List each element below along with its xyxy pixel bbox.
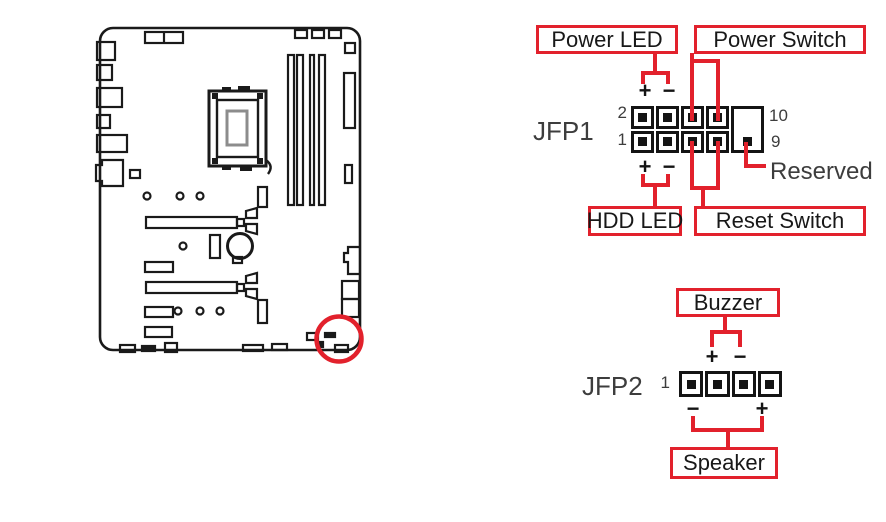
pin-square: [686, 379, 696, 389]
jfp2-pin3-cell: [731, 371, 756, 397]
jfp1-pin1-number: 1: [617, 130, 627, 149]
callout-power-led: Power LED: [536, 25, 678, 54]
jfp1-pin4-cell: [656, 106, 679, 129]
jfp1-bottom-minus: −: [662, 154, 676, 179]
jfp1-pin2-number: 2: [617, 103, 627, 122]
pin-square: [638, 137, 647, 147]
power-led-lead-drop-right: [666, 71, 670, 84]
pin-square: [739, 379, 749, 389]
jfp2-bottom-plus: +: [755, 396, 769, 421]
jfp1-pin2-cell: [631, 106, 654, 129]
jfp2-pin4-cell: [757, 371, 782, 397]
jfp2-pin2-cell: [705, 371, 730, 397]
reset-switch-lead-left: [690, 141, 694, 190]
pin-square: [638, 112, 647, 122]
power-switch-lead-right: [716, 59, 720, 121]
reserved-lead-vertical: [744, 142, 748, 168]
hdd-led-lead-stem: [653, 183, 657, 206]
power-switch-label: Power Switch: [713, 26, 847, 52]
pin-square: [663, 112, 672, 122]
buzzer-lead-drop-left: [710, 330, 714, 347]
jfp1-top-minus: −: [662, 78, 676, 103]
hdd-led-label: HDD LED: [586, 208, 684, 233]
buzzer-lead-drop-right: [738, 330, 742, 347]
power-led-lead-bar: [641, 71, 670, 75]
jfp2-pin1-number: 1: [660, 373, 670, 392]
speaker-label: Speaker: [683, 450, 765, 475]
reset-switch-label: Reset Switch: [715, 208, 845, 233]
jfp1-pin10-number: 10: [769, 106, 788, 125]
jfp1-pin1-cell: [631, 130, 654, 153]
pin-square: [712, 379, 722, 389]
power-led-lead-drop-left: [641, 71, 645, 84]
jfp1-bottom-plus: +: [638, 154, 652, 179]
buzzer-lead-bar: [710, 330, 742, 334]
reset-switch-lead-right: [716, 141, 720, 190]
pin-square: [765, 379, 775, 389]
power-led-lead-stem: [653, 53, 657, 73]
callout-power-switch: Power Switch: [694, 25, 866, 54]
jfp2-pin1-cell: [679, 371, 704, 397]
jfp2-bottom-minus: −: [686, 396, 700, 421]
jfp1-label: JFP1: [533, 116, 594, 146]
pin-square: [743, 137, 752, 146]
buzzer-label: Buzzer: [693, 289, 763, 315]
reserved-lead-horizontal: [744, 164, 766, 168]
jfp2-header: [679, 371, 782, 397]
jfp1-pin3-cell: [656, 130, 679, 153]
reset-switch-lead-bar: [690, 186, 720, 190]
hdd-led-lead-drop-right: [666, 174, 670, 186]
jfp-location-highlight-circle: [314, 314, 364, 364]
jfp2-label: JFP2: [582, 371, 643, 401]
callout-reset-switch: Reset Switch: [694, 206, 866, 236]
speaker-lead-right: [760, 416, 764, 432]
reset-switch-lead-stem: [701, 186, 705, 206]
callout-speaker: Speaker: [670, 447, 778, 479]
hdd-led-lead-drop-left: [641, 174, 645, 186]
jfp1-pin9-number: 9: [771, 132, 781, 151]
callout-buzzer: Buzzer: [676, 288, 780, 317]
speaker-lead-left: [691, 416, 695, 432]
speaker-lead-stem: [726, 428, 730, 448]
power-switch-lead-left: [690, 53, 694, 121]
power-led-label: Power LED: [551, 26, 663, 52]
callout-hdd-led: HDD LED: [586, 206, 684, 236]
power-switch-lead-bar: [690, 59, 720, 63]
jfp2-top-plus: +: [705, 344, 719, 369]
jfp1-top-plus: +: [638, 78, 652, 103]
reserved-label: Reserved: [770, 158, 873, 185]
buzzer-lead-stem: [723, 317, 727, 332]
pin-square: [663, 137, 672, 147]
jfp2-top-minus: −: [733, 344, 747, 369]
